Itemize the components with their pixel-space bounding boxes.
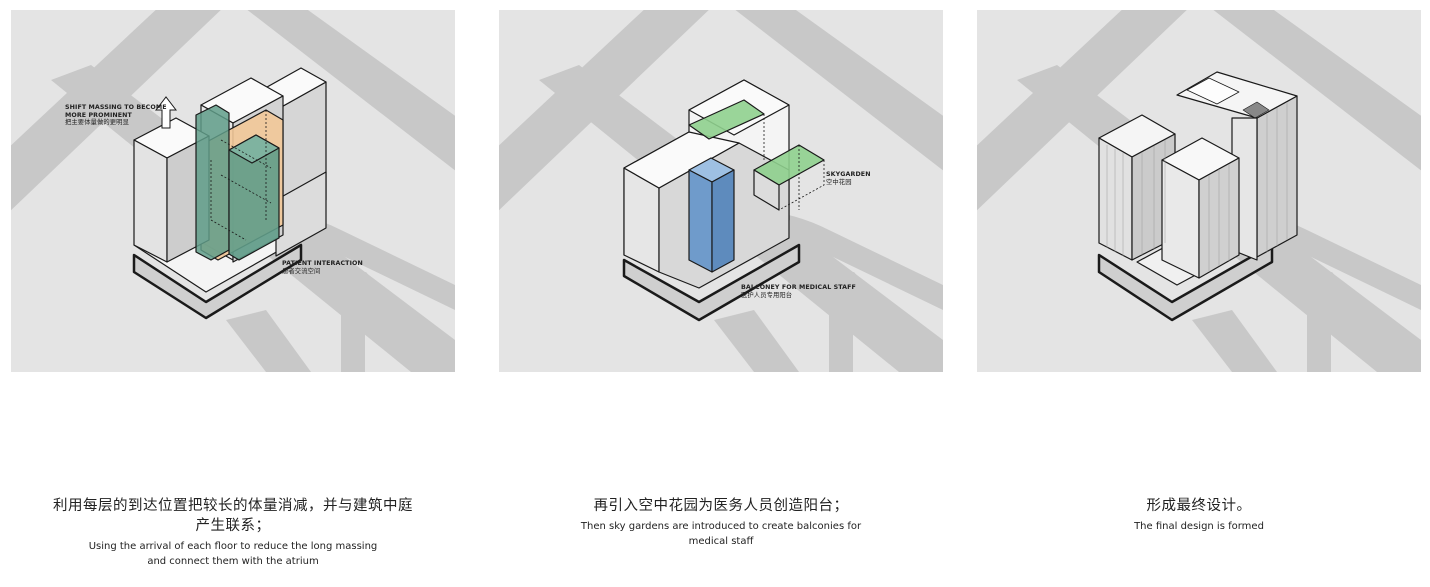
building-massing [132, 67, 327, 320]
annotation-shift-en-1: SHIFT MASSING TO BECOME [65, 104, 167, 111]
massing-diagram-2 [499, 10, 943, 372]
caption-1-zh: 利用每层的到达位置把较长的体量消减，并与建筑中庭产生联系； [53, 498, 413, 534]
annotation-patient-interaction: PATIENT INTERACTION 患者交流空间 [282, 260, 363, 275]
annotation-balcony-zh: 医护人员专用阳台 [741, 291, 793, 299]
annotation-sky-en: SKYGARDEN [826, 171, 871, 178]
diagram-panel-1: SHIFT MASSING TO BECOME MORE PROMINENT 把… [11, 10, 455, 372]
diagram-panel-2: SKYGARDEN 空中花园 BALCONEY FOR MEDICAL STAF… [499, 10, 943, 372]
annotation-shift-massing: SHIFT MASSING TO BECOME MORE PROMINENT 把… [65, 104, 167, 127]
annotation-patient-en: PATIENT INTERACTION [282, 260, 363, 267]
annotation-balcony: BALCONEY FOR MEDICAL STAFF 医护人员专用阳台 [741, 284, 856, 299]
building-massing [1097, 71, 1298, 322]
annotation-balcony-en: BALCONEY FOR MEDICAL STAFF [741, 284, 856, 291]
building-massing [622, 79, 825, 322]
annotation-skygarden: SKYGARDEN 空中花园 [826, 171, 871, 186]
caption-3-en: The final design is formed [1134, 521, 1264, 532]
caption-2-en: Then sky gardens are introduced to creat… [580, 521, 862, 547]
caption-2-zh: 再引入空中花园为医务人员创造阳台； [593, 498, 849, 514]
annotation-shift-zh: 把主要体量做的更明显 [65, 119, 129, 126]
caption-1: 利用每层的到达位置把较长的体量消减，并与建筑中庭产生联系； Using the … [11, 496, 455, 569]
massing-diagram-3 [977, 10, 1421, 372]
caption-3-zh: 形成最终设计。 [1146, 498, 1252, 514]
diagram-panel-3 [977, 10, 1421, 372]
annotation-sky-zh: 空中花园 [826, 178, 852, 186]
massing-diagram-1 [11, 10, 455, 372]
caption-2: 再引入空中花园为医务人员创造阳台； Then sky gardens are i… [499, 496, 943, 549]
caption-1-en: Using the arrival of each floor to reduc… [88, 541, 378, 567]
annotation-patient-zh: 患者交流空间 [282, 267, 321, 275]
annotation-shift-en-2: MORE PROMINENT [65, 111, 132, 119]
up-arrow-icon [154, 96, 178, 129]
caption-3: 形成最终设计。 The final design is formed [977, 496, 1421, 534]
